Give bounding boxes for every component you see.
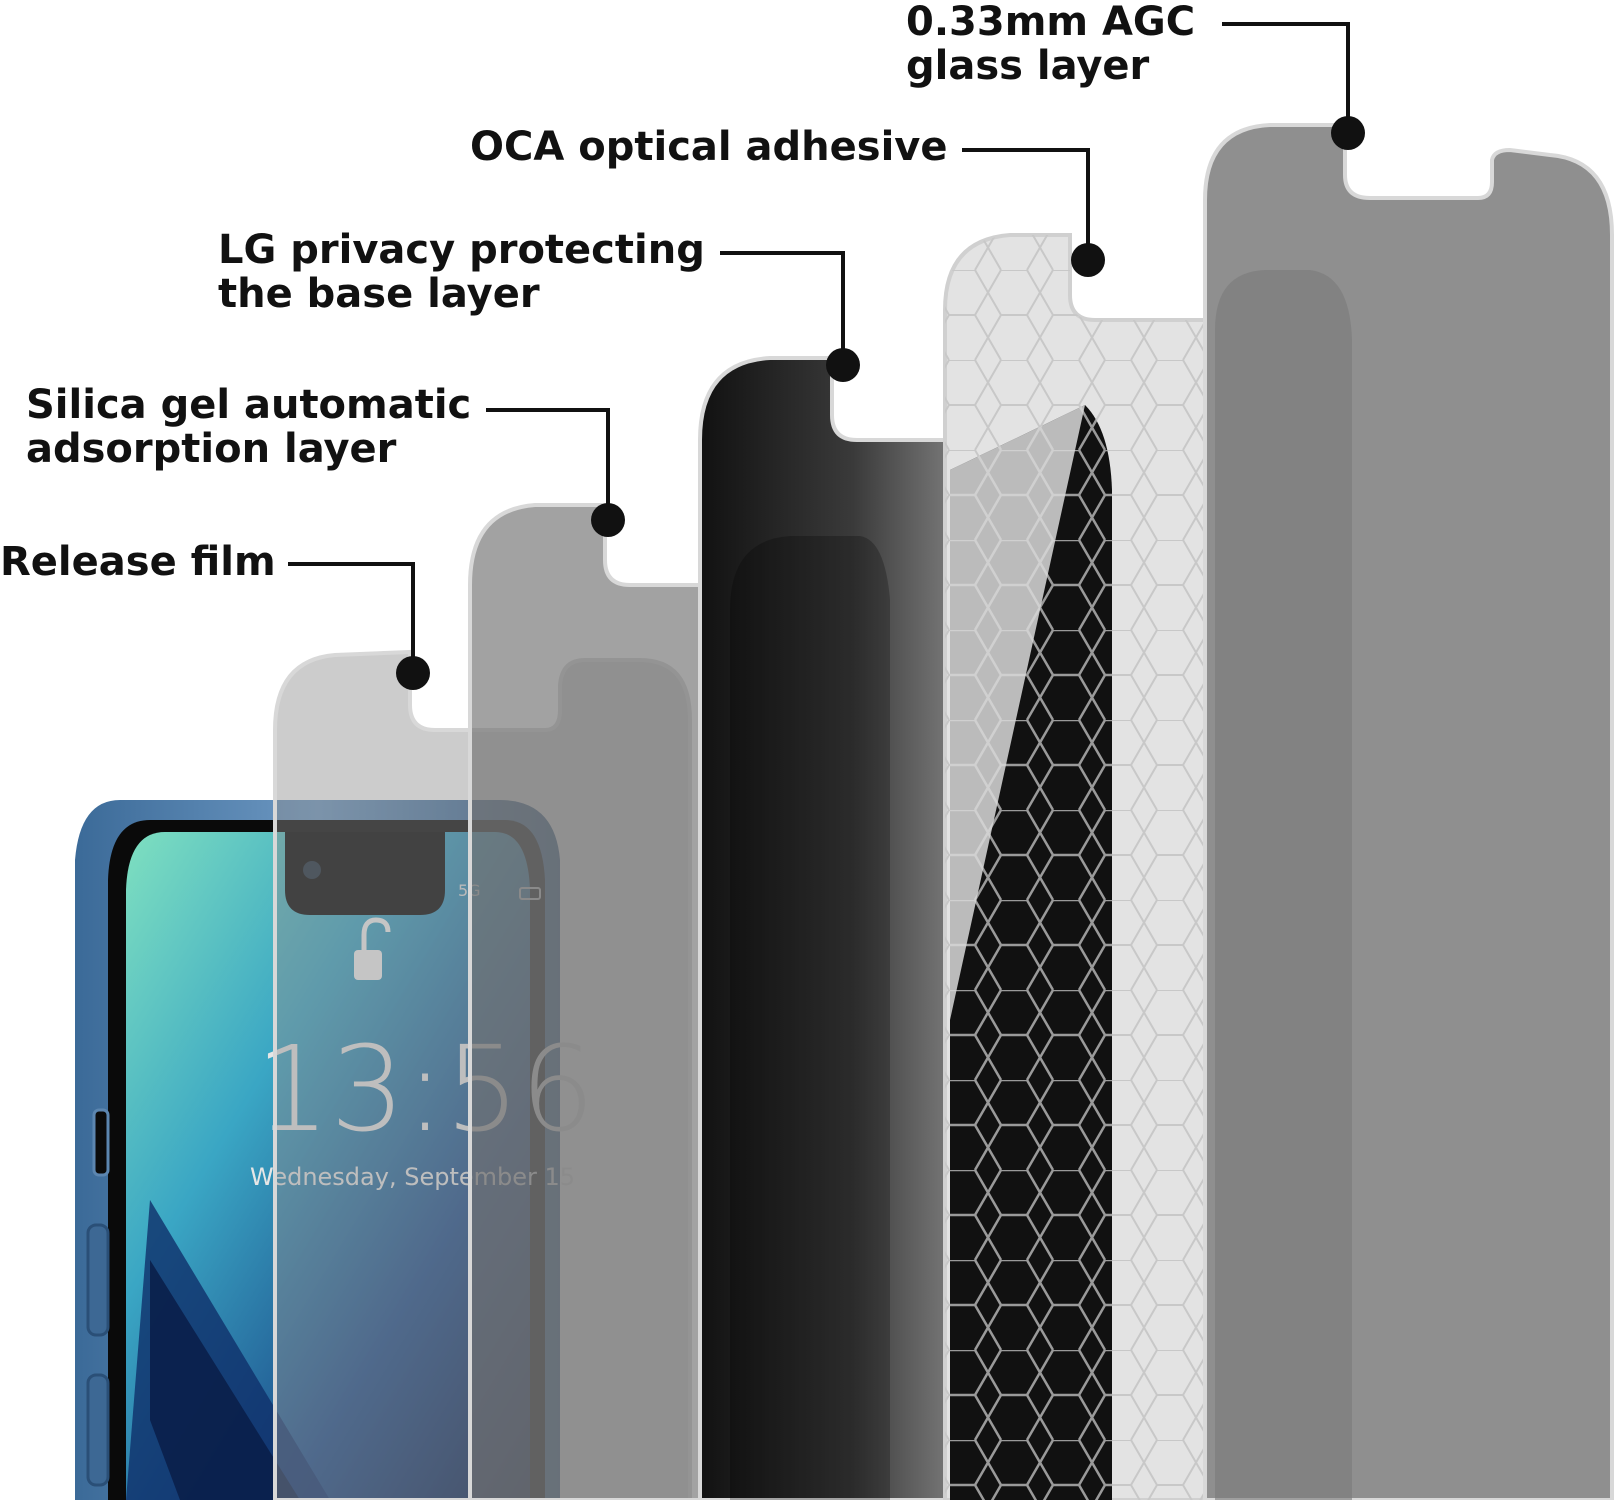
label-line: OCA optical adhesive <box>470 124 948 170</box>
leader-dots <box>396 116 1365 690</box>
layer-lg-privacy <box>698 356 957 1500</box>
volume-up-button <box>86 1223 110 1337</box>
phone: 5G 13:56 Wednesday, September 15 <box>75 800 595 1500</box>
label-line: 0.33mm AGC <box>906 0 1196 45</box>
layer-oca-adhesive <box>943 233 1207 1500</box>
label-silica-gel: Silica gel automatic adsorption layer <box>26 383 471 471</box>
leader-release-film <box>288 562 415 670</box>
dot-release-film <box>396 656 430 690</box>
label-line: the base layer <box>218 271 540 317</box>
leader-lg-privacy <box>720 251 845 365</box>
label-oca-adhesive: OCA optical adhesive <box>470 125 947 169</box>
dot-oca-adhesive <box>1071 243 1105 277</box>
dot-lg-privacy <box>826 348 860 382</box>
label-line: Silica gel automatic <box>26 382 472 428</box>
lock-icon <box>354 950 382 980</box>
notch <box>285 832 445 915</box>
layer-agc-glass <box>1203 123 1614 1500</box>
camera-icon <box>303 861 321 879</box>
label-agc-glass: 0.33mm AGC glass layer <box>906 0 1195 88</box>
dot-agc-glass <box>1331 116 1365 150</box>
label-release-film: Release film <box>0 540 276 584</box>
side-switch <box>92 1108 110 1177</box>
volume-down-button <box>86 1373 110 1487</box>
leader-silica-gel <box>486 408 610 520</box>
leader-lines <box>288 22 1350 670</box>
leader-oca-adhesive <box>962 148 1090 260</box>
dot-silica-gel <box>591 503 625 537</box>
layer-silica-gel <box>468 503 722 1500</box>
label-line: glass layer <box>906 43 1150 89</box>
label-line: Release film <box>0 539 276 585</box>
leader-agc-glass <box>1222 22 1350 133</box>
label-lg-privacy: LG privacy protecting the base layer <box>218 228 705 316</box>
label-line: LG privacy protecting <box>218 227 705 273</box>
label-line: adsorption layer <box>26 426 397 472</box>
